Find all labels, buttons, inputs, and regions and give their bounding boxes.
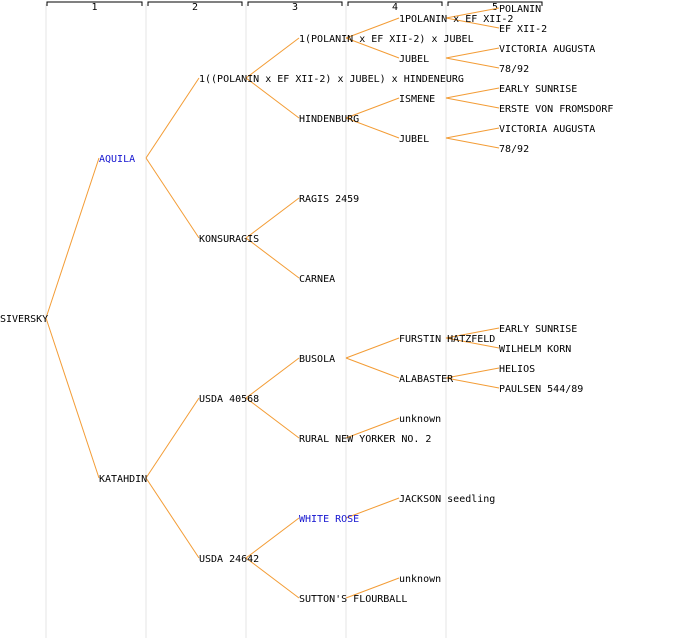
pedigree-edge	[445, 7, 500, 19]
pedigree-node-n11: CARNEA	[299, 274, 335, 285]
pedigree-node-n27: VICTORIA AUGUSTA	[499, 44, 595, 55]
generation-number: 4	[392, 2, 398, 13]
generation-number: 2	[192, 2, 198, 13]
pedigree-edge	[445, 327, 500, 339]
pedigree-node-n4: 1((POLANIN x EF XII-2) x JUBEL) x HINDEN…	[199, 74, 464, 85]
pedigree-node-n16: 1POLANIN x EF XII-2	[399, 14, 513, 25]
generation-bracket	[247, 1, 343, 6]
pedigree-node-n15: SUTTON'S FLOURBALL	[299, 594, 407, 605]
pedigree-node-n7: USDA 24642	[199, 554, 259, 565]
pedigree-node-n12: BUSOLA	[299, 354, 335, 365]
pedigree-edge	[445, 17, 500, 29]
pedigree-edge	[45, 317, 100, 479]
pedigree-node-n3: KATAHDIN	[99, 474, 147, 485]
pedigree-node-n29: EARLY SUNRISE	[499, 84, 577, 95]
pedigree-node-n22: unknown	[399, 414, 441, 425]
generation-header: 1 2 3 4 5	[46, 1, 543, 13]
generation-bracket	[46, 1, 143, 6]
pedigree-edge	[445, 127, 500, 139]
pedigree-node-n13: RURAL NEW YORKER NO. 2	[299, 434, 431, 445]
pedigree-node-n18: ISMENE	[399, 94, 435, 105]
pedigree-edge	[245, 397, 300, 439]
pedigree-edge	[345, 337, 400, 359]
pedigree-edge	[445, 337, 500, 349]
pedigree-node-n31: VICTORIA AUGUSTA	[499, 124, 595, 135]
pedigree-node-n9: HINDENBURG	[299, 114, 359, 125]
pedigree-node-n21: ALABASTER	[399, 374, 454, 385]
pedigree-edge	[145, 397, 200, 479]
pedigree-node-n10: RAGIS 2459	[299, 194, 359, 205]
pedigree-edge	[145, 477, 200, 559]
pedigree-node-n1: SIVERSKY	[0, 314, 48, 325]
pedigree-edge	[445, 47, 500, 59]
pedigree-edge	[345, 357, 400, 379]
pedigree-edge	[345, 17, 400, 39]
pedigree-edge	[245, 77, 300, 119]
pedigree-node-n8: 1(POLANIN x EF XII-2) x JUBEL	[299, 34, 474, 45]
generation-number: 5	[492, 2, 498, 13]
generation-bracket	[147, 1, 243, 6]
pedigree-node-n19: JUBEL	[399, 134, 429, 145]
pedigree-edge	[345, 417, 400, 439]
generation-bracket	[347, 1, 443, 6]
pedigree-node-n24: unknown	[399, 574, 441, 585]
pedigree-edge	[245, 237, 300, 279]
pedigree-edge	[245, 557, 300, 599]
pedigree-edge	[145, 77, 200, 159]
pedigree-node-n28: 78/92	[499, 64, 529, 75]
pedigree-edge	[345, 97, 400, 119]
pedigree-node-n36: PAULSEN 544/89	[499, 384, 583, 395]
generation-number: 3	[292, 2, 298, 13]
pedigree-edge	[245, 517, 300, 559]
pedigree-edge	[345, 37, 400, 59]
pedigree-edge	[45, 157, 100, 319]
generation-column-lines	[45, 4, 447, 638]
pedigree-edge	[445, 57, 500, 69]
generation-bracket	[447, 1, 543, 6]
pedigree-node-n34: WILHELM KORN	[499, 344, 571, 355]
pedigree-edge	[445, 97, 500, 109]
pedigree-node-n23: JACKSON seedling	[399, 494, 495, 505]
pedigree-node-n5: KONSURAGIS	[199, 234, 259, 245]
pedigree-edge	[245, 37, 300, 79]
pedigree-node-n35: HELIOS	[499, 364, 535, 375]
pedigree-node-n30: ERSTE VON FROMSDORF	[499, 104, 613, 115]
pedigree-node-n25: POLANIN	[499, 4, 541, 15]
pedigree-edge	[445, 377, 500, 389]
pedigree-edge	[445, 367, 500, 379]
pedigree-node-n20: FURSTIN HATZFELD	[399, 334, 495, 345]
pedigree-edge	[145, 157, 200, 239]
pedigree-node-n32: 78/92	[499, 144, 529, 155]
pedigree-node-n17: JUBEL	[399, 54, 429, 65]
pedigree-edges	[45, 7, 500, 599]
pedigree-node-n26: EF XII-2	[499, 24, 547, 35]
pedigree-node-n33: EARLY SUNRISE	[499, 324, 577, 335]
pedigree-edge	[245, 197, 300, 239]
generation-number: 1	[91, 2, 97, 13]
pedigree-edge	[345, 497, 400, 519]
pedigree-labels: SIVERSKY AQUILA KATAHDIN 1((POLANIN x EF XI…	[0, 4, 613, 605]
pedigree-edge	[245, 357, 300, 399]
pedigree-edge	[345, 117, 400, 139]
pedigree-node-n6: USDA 40568	[199, 394, 259, 405]
pedigree-edge	[445, 87, 500, 99]
pedigree-node-n2[interactable]: AQUILA	[99, 154, 135, 165]
pedigree-edge	[345, 577, 400, 599]
pedigree-node-n14[interactable]: WHITE ROSE	[299, 514, 359, 525]
pedigree-edge	[445, 137, 500, 149]
